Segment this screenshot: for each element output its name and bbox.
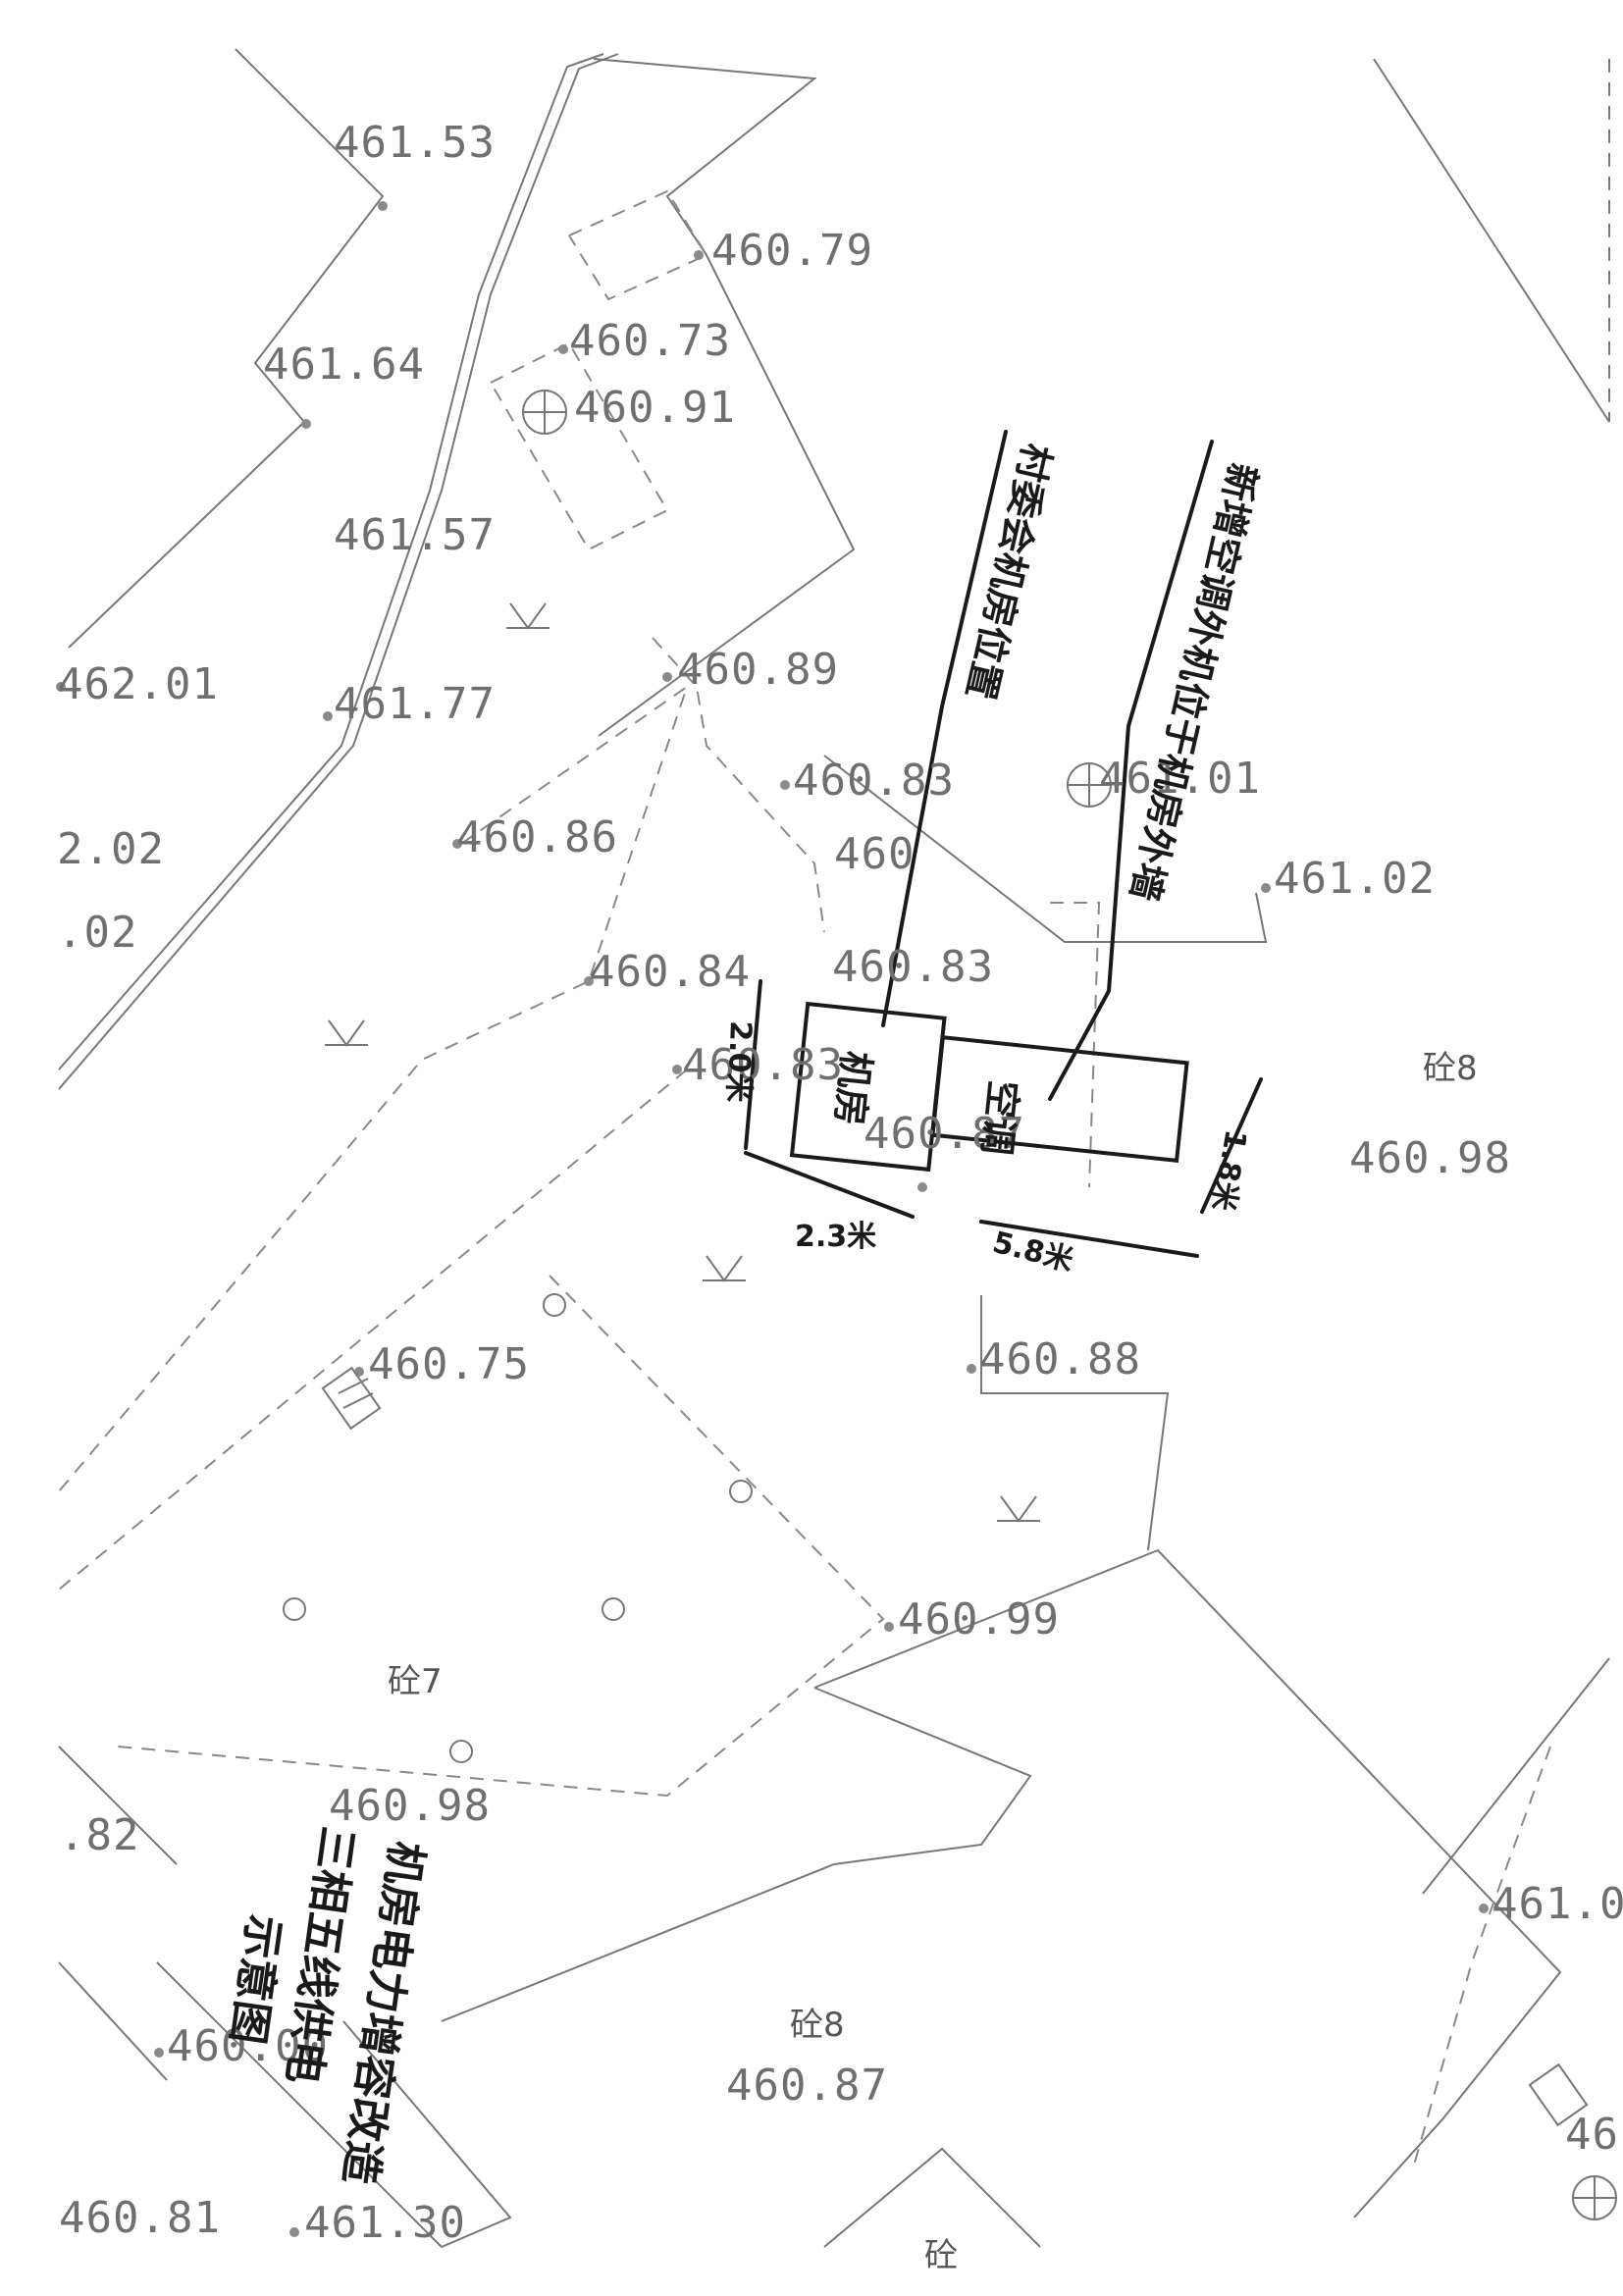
elevation-label: 460.86 bbox=[456, 812, 618, 862]
elevation-label: 2.02 bbox=[57, 824, 165, 874]
elevation-label: 461.02 bbox=[1274, 854, 1436, 904]
elevation-label: 460.83 bbox=[682, 1040, 844, 1090]
equipment-label: 机房 bbox=[827, 1049, 878, 1127]
elevation-label: 46 bbox=[1565, 2110, 1619, 2160]
elevation-label: 460.83 bbox=[793, 756, 955, 806]
dimension-label: 2.3米 bbox=[795, 1220, 876, 1254]
dimension-label: 2.0米 bbox=[720, 1020, 758, 1103]
material-label: 砼7 bbox=[388, 1662, 443, 1701]
elevation-label: 461.53 bbox=[334, 118, 496, 168]
elevation-label: .02 bbox=[57, 908, 137, 958]
survey-points bbox=[56, 201, 1489, 2237]
vegetation-icon bbox=[325, 602, 1040, 1523]
elevation-labels: 461.53 460.79 460.73 460.91 461.64 461.5… bbox=[57, 118, 1623, 2248]
dashed-boundaries bbox=[58, 189, 1551, 2169]
elevation-label: 460.91 bbox=[574, 383, 736, 433]
elevation-label: 460.73 bbox=[569, 316, 731, 366]
dimension-label: 1.8米 bbox=[1205, 1127, 1253, 1214]
material-label: 砼 bbox=[924, 2236, 958, 2275]
elevation-label: 460.87 bbox=[726, 2061, 888, 2111]
elevation-label: 461.01 bbox=[1099, 754, 1261, 804]
elevation-label: 460 bbox=[834, 829, 915, 879]
elevation-label: 460.79 bbox=[711, 226, 873, 276]
elevation-label: 460.98 bbox=[329, 1781, 491, 1831]
solid-boundaries bbox=[58, 48, 1610, 2249]
material-labels: 砼8 砼7 砼8 砼 bbox=[388, 1049, 1478, 2275]
elevation-label: 460.99 bbox=[898, 1594, 1060, 1644]
material-label: 砼8 bbox=[1423, 1049, 1478, 1088]
grate-icon bbox=[321, 1366, 1589, 2127]
drawing-title: 三相五线供电 bbox=[277, 1823, 362, 2087]
elevation-label: 460.88 bbox=[979, 1334, 1141, 1384]
elevation-label: 460.83 bbox=[832, 942, 994, 992]
elevation-label: .82 bbox=[59, 1810, 139, 1860]
elevation-label: 460.75 bbox=[368, 1339, 530, 1389]
elevation-label: 460.89 bbox=[677, 645, 839, 695]
road bbox=[58, 53, 619, 1090]
manhole-icon bbox=[522, 390, 1617, 2220]
ink-drawing bbox=[744, 430, 1263, 1258]
elevation-label: 461.64 bbox=[263, 339, 425, 390]
handwritten-note: 新增空调外机位于机房外墙 bbox=[1123, 459, 1265, 905]
elevation-label: 460.84 bbox=[589, 947, 751, 997]
elevation-label: 460.98 bbox=[1349, 1133, 1511, 1183]
equipment-label: 空调 bbox=[974, 1078, 1025, 1157]
elevation-label: 461.57 bbox=[334, 510, 496, 560]
elevation-label: 461.00 bbox=[1492, 1879, 1623, 1929]
tree-icon bbox=[283, 1293, 753, 1763]
elevation-label: 460.87 bbox=[864, 1109, 1025, 1159]
elevation-label: 462.01 bbox=[57, 659, 219, 709]
elevation-label: 461.77 bbox=[334, 679, 496, 729]
elevation-label: 460.00 bbox=[167, 2021, 329, 2071]
elevation-label: 460.81 bbox=[59, 2193, 221, 2243]
elevation-label: 461.30 bbox=[304, 2198, 466, 2248]
material-label: 砼8 bbox=[790, 2006, 845, 2045]
